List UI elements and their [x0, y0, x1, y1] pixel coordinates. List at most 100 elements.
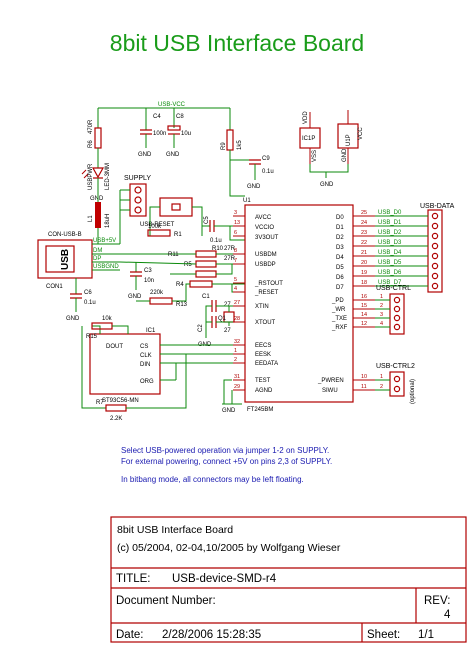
bus-usb-d5: USB_D5	[378, 260, 402, 266]
tb-sheet-value: 1/1	[418, 629, 434, 641]
usb-ctrl2-header	[389, 371, 405, 397]
r10-label: R10	[212, 246, 224, 252]
usb-data-header	[427, 209, 443, 293]
svg-text:4: 4	[234, 286, 237, 292]
gnd-c9-label: GND	[247, 184, 261, 190]
usb-data-label: USB-DATA	[420, 203, 455, 210]
resistor-r5	[195, 260, 217, 268]
svg-text:19: 19	[361, 270, 367, 276]
svg-text:3: 3	[234, 210, 237, 216]
svg-text:12: 12	[361, 321, 367, 327]
notes: Select USB-powered operation via jumper …	[121, 446, 332, 484]
tb-title-value: USB-device-SMD-r4	[172, 573, 277, 585]
u1-pin-d3: D3	[336, 245, 344, 251]
svg-text:13: 13	[234, 220, 240, 226]
ic1-label: IC1	[146, 328, 156, 334]
gnd-c3-label: GND	[128, 294, 142, 300]
tb-sheet-label: Sheet:	[367, 629, 400, 641]
usb-connector-text: USB	[60, 249, 71, 270]
ic1-pin-org: ORG	[140, 379, 154, 385]
u1-pin-avcc: AVCC	[255, 215, 272, 221]
c3-label: C3	[144, 268, 152, 274]
u1-pin-d1: D1	[336, 225, 344, 231]
svg-text:14: 14	[361, 312, 367, 318]
net-dm: DM	[93, 248, 102, 254]
resistor-r13	[149, 297, 173, 305]
svg-text:11: 11	[361, 384, 367, 390]
tb-doc-label: Document Number:	[116, 595, 216, 607]
r11-label: R11	[168, 252, 179, 258]
u1-pin-d7: D7	[336, 285, 344, 291]
u1p-label: U1P	[346, 134, 352, 146]
gnd-c8-label: GND	[166, 152, 180, 158]
c2-value: 27	[224, 328, 231, 334]
supply-label: SUPPLY	[124, 175, 151, 182]
net-usb5v: USB+5V	[93, 238, 116, 244]
l1-label: L1	[88, 215, 94, 222]
r4-label: R4	[176, 282, 184, 288]
u1-pin-d5: D5	[336, 265, 344, 271]
con-usb-label: CON-USB-B	[48, 232, 82, 238]
r9-value: 1k5	[237, 140, 243, 150]
svg-text:3: 3	[380, 312, 383, 318]
svg-text:2: 2	[380, 384, 383, 390]
svg-text:2: 2	[234, 357, 237, 363]
u1-pin-usbdp: USBDP	[255, 262, 276, 268]
u1-pin-rstout: _RSTOUT	[254, 281, 283, 287]
u1-pin-d6: D6	[336, 275, 344, 281]
ic1-pin-clk: CLK	[140, 353, 152, 359]
usb-ctrl-label: USB-CTRL	[376, 285, 411, 292]
tb-rev-value: 4	[444, 609, 451, 621]
c6-label: C6	[84, 290, 92, 296]
usb-ctrl-connector: USB-CTRL 1 2 3 4	[375, 285, 411, 335]
u1-pin-siwu: SIWU	[322, 388, 338, 394]
tb-title-label: TITLE:	[116, 573, 151, 585]
ic1p-vdd: VDD	[303, 111, 309, 124]
net-dp: DP	[93, 256, 101, 262]
svg-text:32: 32	[234, 339, 240, 345]
ic1-pin-dout: DOUT	[106, 344, 123, 350]
ic1-body	[89, 333, 161, 395]
svg-text:27: 27	[234, 300, 240, 306]
note-line-3: In bitbang mode, all connectors may be l…	[121, 475, 304, 484]
capacitor-c4	[140, 129, 152, 135]
usb-ctrl2-connector: USB-CTRL2 1 2 (optional)	[375, 363, 416, 404]
net-usbgnd: USBGND	[93, 264, 119, 270]
c1-label: C1	[202, 294, 210, 300]
svg-text:4: 4	[380, 321, 383, 327]
usb-reset-label: USB-RESET	[140, 222, 175, 228]
tb-date-label: Date:	[116, 629, 144, 641]
r7-label: R7	[96, 400, 104, 406]
resistor-r4	[189, 280, 213, 288]
c3-value: 10n	[144, 278, 154, 284]
capacitor-c8	[167, 125, 181, 131]
inductor-l1	[95, 202, 101, 228]
r15-value: 10k	[102, 316, 113, 322]
svg-text:28: 28	[234, 316, 240, 322]
u1-pin-d4: D4	[336, 255, 344, 261]
r13-label: R13	[176, 302, 188, 308]
bus-usb-d6: USB_D6	[378, 270, 402, 276]
svg-text:16: 16	[361, 294, 367, 300]
tb-board-name: 8bit USB Interface Board	[117, 524, 233, 536]
svg-text:20: 20	[361, 260, 367, 266]
c1-value: 27	[224, 302, 231, 308]
u1-part-number: FT245BM	[247, 407, 273, 413]
c9-label: C9	[262, 156, 270, 162]
r6-value: 470R	[88, 119, 94, 134]
u1-pin-eedata: EEDATA	[255, 361, 278, 367]
u1-pin-test: TEST	[255, 378, 271, 384]
u1-pin-d2: D2	[336, 235, 344, 241]
svg-text:31: 31	[234, 374, 240, 380]
led-icon	[91, 167, 105, 179]
svg-text:23: 23	[361, 230, 367, 236]
svg-text:1: 1	[380, 294, 383, 300]
capacitor-c6	[70, 293, 82, 299]
r1-label: R1	[174, 232, 182, 238]
svg-text:6: 6	[234, 230, 237, 236]
power-section: USB-VCC R6 470R USBPWR LED-3MM GND C4 10…	[81, 102, 364, 202]
u1-label: U1	[243, 198, 251, 204]
u1-pin-pd: _PD	[331, 298, 344, 304]
u1-pin-eesk: EESK	[255, 352, 271, 358]
con1-label: CON1	[46, 284, 63, 290]
